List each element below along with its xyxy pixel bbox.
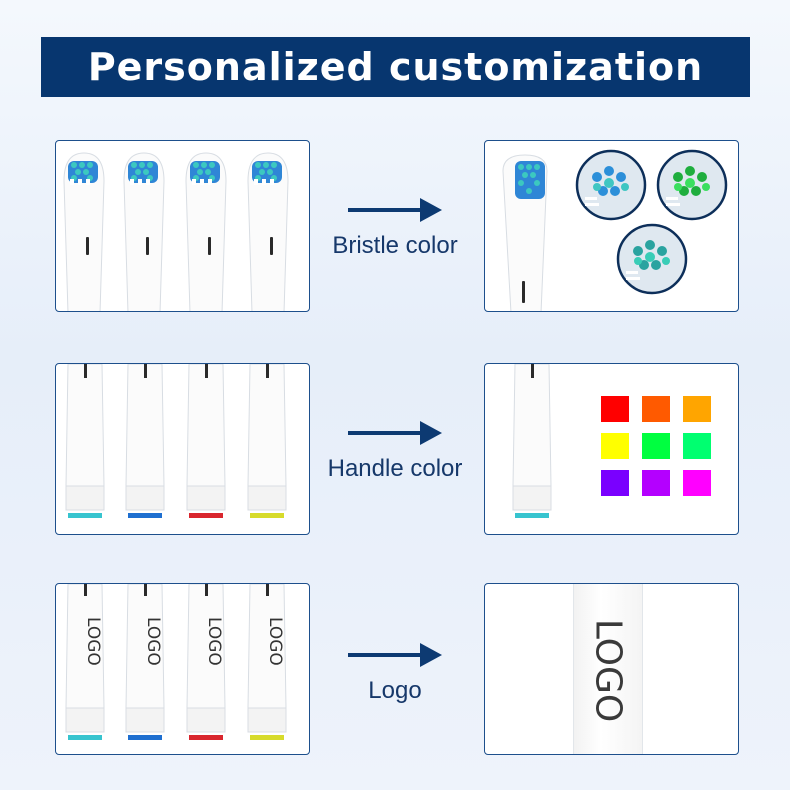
- title-banner: Personalized customization: [41, 37, 750, 97]
- logo-original-panel: LOGO LOGO LOGO LOGO: [55, 583, 310, 755]
- logo-custom-panel: LOGO: [484, 583, 739, 755]
- handle-color-label: Handle color: [327, 455, 463, 482]
- arrow-icon: [348, 421, 442, 445]
- brush-handle: [125, 584, 165, 740]
- brush-handle: [65, 584, 105, 740]
- handle-original-panel: [55, 363, 310, 535]
- arrow-icon: [348, 643, 442, 667]
- brush-head: [247, 152, 289, 311]
- color-swatch: [642, 433, 670, 459]
- color-swatch: [601, 470, 629, 496]
- bristle-color-label: Bristle color: [332, 232, 458, 259]
- color-swatch: [642, 470, 670, 496]
- brush-handle-image: [512, 364, 552, 518]
- color-swatch: [601, 396, 629, 422]
- bristle-variant-green: [656, 149, 728, 221]
- bristle-tuft: [515, 161, 545, 199]
- brush-head: [185, 152, 227, 311]
- brush-handle: [125, 364, 165, 518]
- brush-handle: [247, 364, 287, 518]
- brush-handle: [65, 364, 105, 518]
- logo-text-large: LOGO: [587, 618, 629, 723]
- logo-text: LOGO: [83, 617, 103, 666]
- bristle-custom-panel: [484, 140, 739, 312]
- brush-handle: [247, 584, 287, 740]
- logo-text: LOGO: [265, 617, 285, 666]
- logo-text: LOGO: [204, 617, 224, 666]
- brush-head: [63, 152, 105, 311]
- brush-handles-image: [65, 364, 287, 518]
- logo-label: Logo: [368, 677, 422, 704]
- bristle-variants-image: [502, 149, 728, 311]
- arrow-icon: [348, 198, 442, 222]
- brush-heads-bristle-image: [63, 152, 289, 311]
- brush-head: [123, 152, 165, 311]
- bristle-variant-teal: [616, 223, 688, 295]
- brush-handle: [186, 584, 226, 740]
- handle-custom-panel: [484, 363, 739, 535]
- logo-handles-image: [65, 584, 287, 740]
- bristle-variant-blue-green: [575, 149, 647, 221]
- logo-text: LOGO: [143, 617, 163, 666]
- page-title: Personalized customization: [87, 45, 704, 89]
- brush-handle-closeup: [573, 584, 643, 754]
- color-swatch: [683, 396, 711, 422]
- bristle-original-panel: [55, 140, 310, 312]
- color-swatch: [683, 470, 711, 496]
- color-swatch: [601, 433, 629, 459]
- brush-handle: [186, 364, 226, 518]
- color-swatch: [683, 433, 711, 459]
- color-swatch: [642, 396, 670, 422]
